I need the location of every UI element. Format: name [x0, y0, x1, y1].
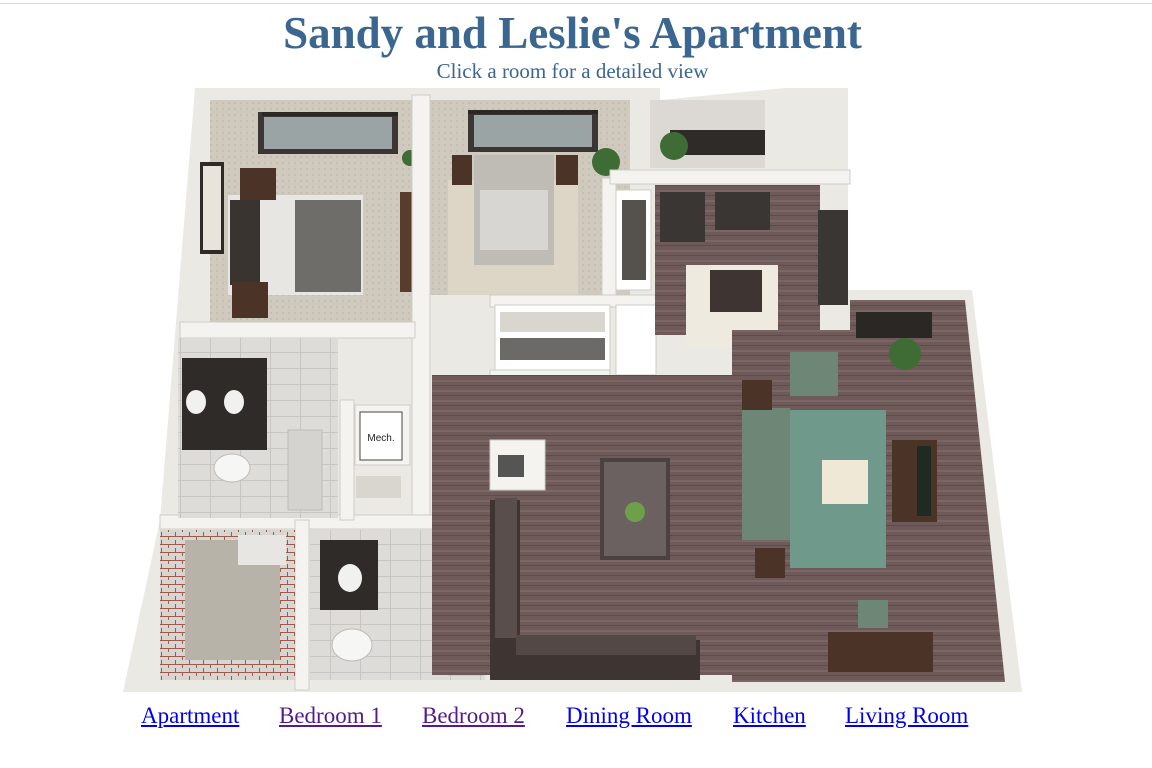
top-divider	[0, 3, 1152, 4]
room-nav: Apartment Bedroom 1 Bedroom 2 Dining Roo…	[0, 700, 1152, 734]
room-bedroom-1[interactable]	[200, 100, 415, 325]
page-title: Sandy and Leslie's Apartment	[283, 8, 862, 58]
room-mechanical[interactable]: Mech.	[354, 404, 411, 498]
room-living[interactable]	[732, 300, 1005, 682]
windows	[262, 110, 932, 338]
mech-label: Mech.	[367, 433, 394, 444]
room-laundry[interactable]	[160, 530, 295, 680]
nav-link-kitchen[interactable]: Kitchen	[733, 703, 806, 728]
nav-link-apartment[interactable]: Apartment	[141, 703, 240, 728]
nav-link-dining-room[interactable]: Dining Room	[566, 703, 692, 728]
room-bathroom-1[interactable]	[178, 338, 338, 518]
room-balcony[interactable]	[650, 100, 765, 168]
nav-link-bedroom-1[interactable]: Bedroom 1	[279, 703, 382, 728]
room-kitchen[interactable]	[432, 375, 732, 680]
interior-walls	[159, 94, 851, 691]
nav-link-bedroom-2[interactable]: Bedroom 2	[422, 703, 525, 728]
nav-link-living-room[interactable]: Living Room	[845, 703, 969, 728]
page-subtitle: Click a room for a detailed view	[436, 59, 709, 83]
room-bedroom-2[interactable]	[402, 100, 630, 295]
room-dining[interactable]	[655, 185, 848, 347]
